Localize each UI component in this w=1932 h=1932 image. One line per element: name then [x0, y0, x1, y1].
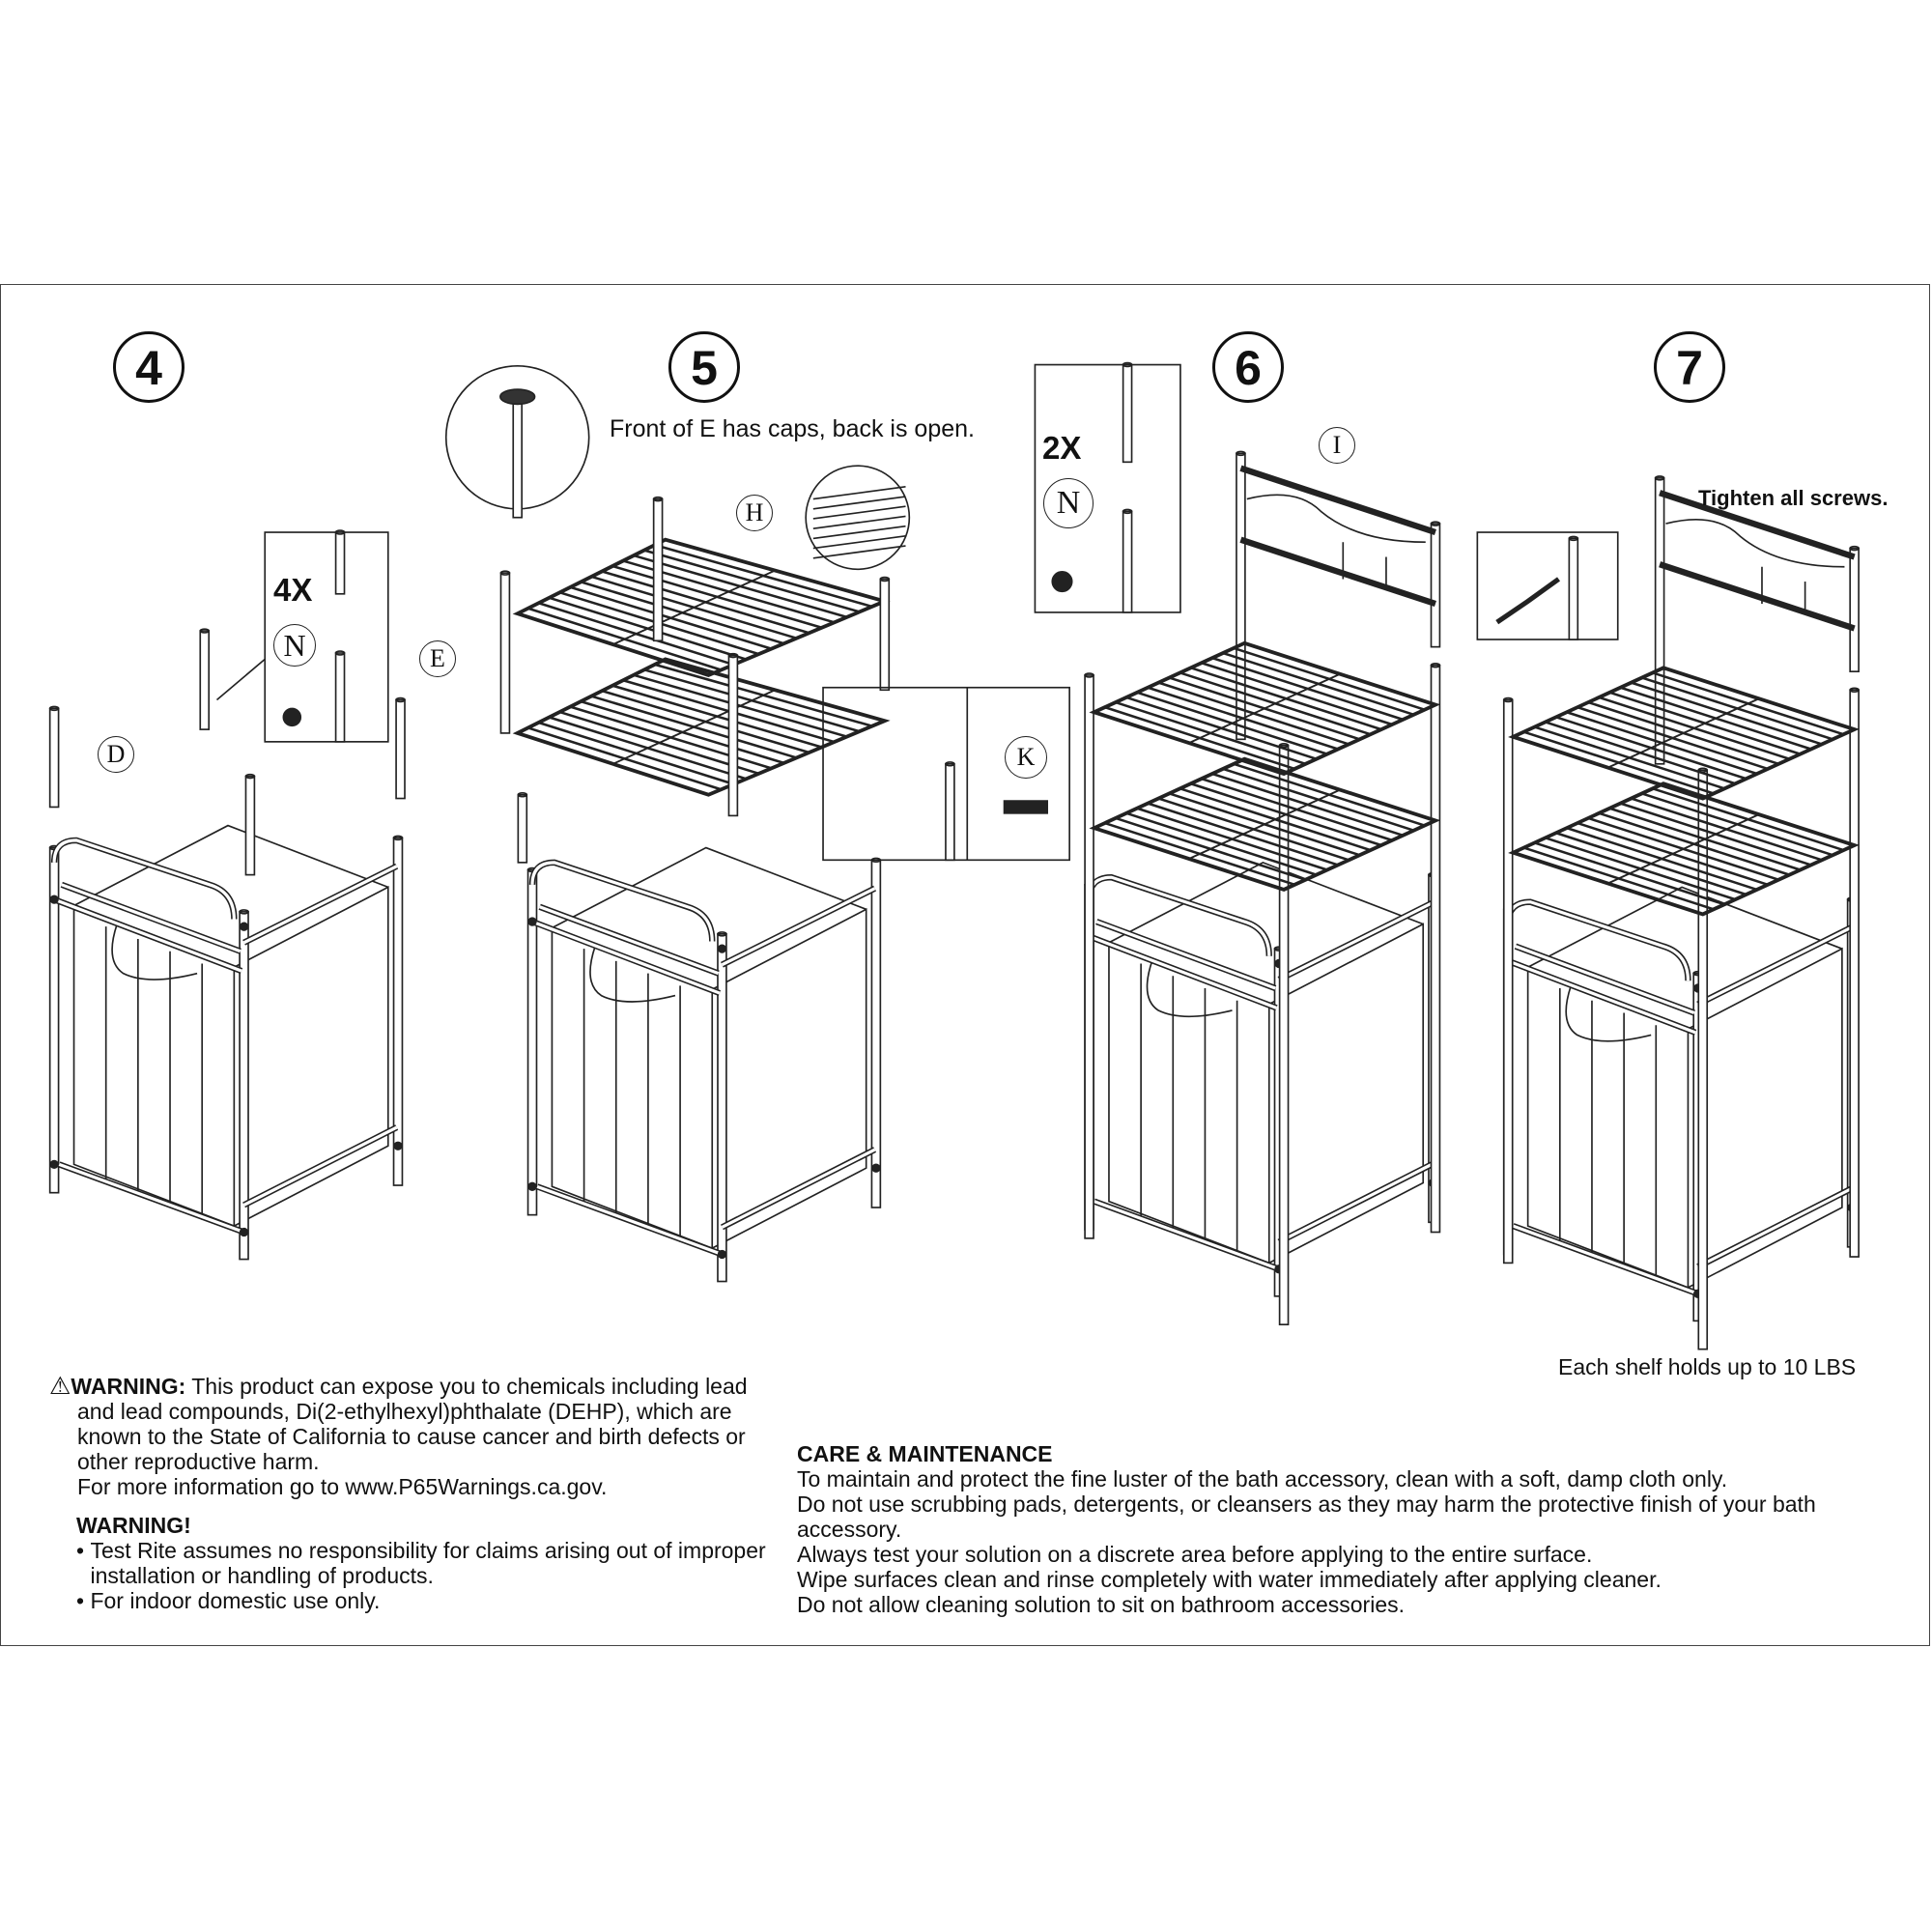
step-7-detail-box	[1476, 531, 1619, 640]
step-6-unit-frame	[1084, 450, 1441, 1326]
step-7-unit-shelf-bottom	[1508, 781, 1860, 917]
care-line: accessory.	[797, 1517, 902, 1542]
instructions-frame	[0, 284, 1930, 1646]
part-label-n: N	[273, 624, 316, 667]
part-label-d: D	[98, 736, 134, 773]
part-label-k: K	[1005, 736, 1047, 779]
prop65-heading: WARNING:	[71, 1374, 186, 1399]
step-7-unit-shelf-top	[1508, 666, 1860, 801]
prop65-line: known to the State of California to caus…	[77, 1424, 746, 1449]
care-line: Do not use scrubbing pads, detergents, o…	[797, 1492, 1816, 1517]
step-7-number: 7	[1654, 331, 1725, 403]
prop65-line: and lead compounds, Di(2-ethylhexyl)phth…	[77, 1399, 732, 1424]
step-4-number: 4	[113, 331, 185, 403]
part-label-i: I	[1319, 427, 1355, 464]
part-label-n-step6: N	[1043, 478, 1094, 528]
warning-bullet: Test Rite assumes no responsibility for …	[90, 1538, 766, 1588]
step-7-unit-hamper	[1502, 886, 1858, 1322]
step-7-unit-frame	[1502, 475, 1860, 1350]
step-7-detail	[1476, 531, 1619, 640]
care-line: Wipe surfaces clean and rinse completely…	[797, 1567, 1662, 1592]
step-5-note: Front of E has caps, back is open.	[610, 415, 975, 442]
prop65-line: This product can expose you to chemicals…	[191, 1374, 748, 1399]
step-7-note: Tighten all screws.	[1698, 486, 1889, 510]
part-label-e: E	[419, 640, 456, 677]
prop65-line: other reproductive harm.	[77, 1449, 320, 1474]
step-6-quantity: 2X	[1042, 430, 1082, 466]
step-6-detail	[1034, 361, 1181, 613]
step-5-shelf-top	[512, 537, 891, 678]
step-6-detail-box	[1034, 363, 1181, 613]
step-6-unit-shelf-top	[1089, 640, 1441, 777]
step-5-posts	[444, 364, 1070, 864]
warning-bullet: For indoor domestic use only.	[90, 1588, 381, 1613]
care-line: Always test your solution on a discrete …	[797, 1542, 1593, 1567]
step-4-detail-box	[264, 531, 389, 743]
step-6-unit-hamper	[1084, 861, 1438, 1297]
step-4-posts	[48, 529, 406, 876]
step-6-unit-shelf-bottom	[1089, 756, 1441, 892]
warning-heading: WARNING!	[76, 1513, 191, 1538]
step-5-hamper	[526, 846, 882, 1283]
step-5-number: 5	[668, 331, 740, 403]
part-label-h: H	[736, 495, 773, 531]
care-line: To maintain and protect the fine luster …	[797, 1466, 1728, 1492]
care-line: Do not allow cleaning solution to sit on…	[797, 1592, 1406, 1617]
step-6-number: 6	[1212, 331, 1284, 403]
shelf-detail-magnifier	[805, 465, 911, 571]
shelf-capacity-note: Each shelf holds up to 10 LBS	[1558, 1354, 1857, 1379]
warning-triangle-icon: ⚠	[49, 1373, 71, 1400]
prop65-line: For more information go to www.P65Warnin…	[77, 1474, 608, 1499]
care-heading: CARE & MAINTENANCE	[797, 1441, 1053, 1466]
step-5-shelf-bottom	[512, 657, 891, 797]
step-4-quantity: 4X	[273, 572, 313, 608]
step-4-hamper	[48, 824, 404, 1261]
